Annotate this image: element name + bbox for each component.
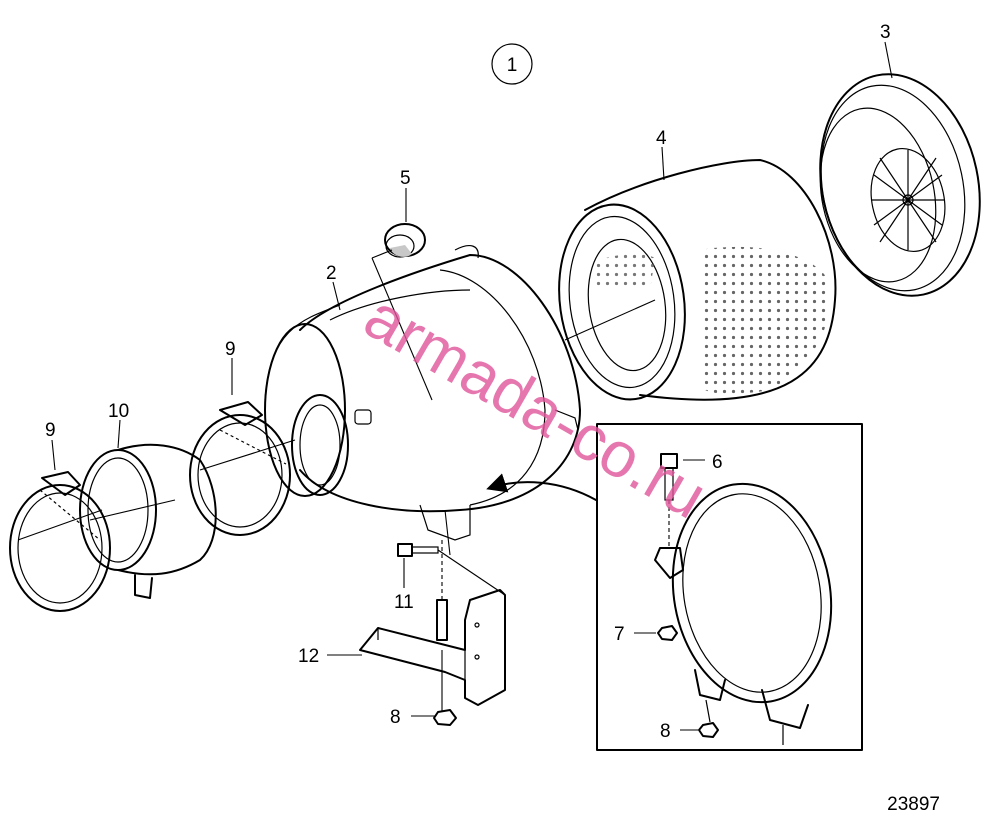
watermark: armada-co.ru	[353, 280, 719, 533]
label-4: 4	[656, 128, 667, 149]
nut-7	[657, 625, 678, 641]
drawing-number: 23897	[887, 794, 940, 815]
filter-housing	[264, 244, 581, 556]
bolt-6	[660, 453, 678, 548]
label-12: 12	[298, 646, 319, 667]
label-11: 11	[394, 592, 414, 613]
part-labels: 3 4 5 2 9 10 9 11 12 8 6 7 8	[45, 22, 891, 742]
label-9-left: 9	[45, 420, 56, 441]
label-8-left: 8	[390, 707, 401, 728]
label-8-right: 8	[660, 721, 671, 742]
nut-8-left	[433, 709, 457, 726]
detail-arrow	[486, 473, 597, 501]
leader-lines	[51, 41, 893, 731]
label-3: 3	[880, 22, 891, 43]
label-7: 7	[614, 624, 625, 645]
bolt-11	[397, 543, 506, 596]
cover-vanes	[872, 150, 944, 250]
plug	[384, 223, 426, 258]
end-cover	[819, 73, 981, 297]
detail-view	[596, 423, 863, 751]
label-6: 6	[712, 452, 723, 473]
plug-leader	[371, 257, 433, 401]
label-9-right: 9	[225, 339, 236, 360]
callout-1: 1	[491, 43, 533, 85]
hose-clamp-right	[189, 401, 296, 536]
label-2: 2	[326, 263, 337, 284]
mounting-bracket	[359, 540, 506, 712]
label-10: 10	[108, 401, 129, 422]
rubber-hose	[79, 443, 217, 599]
clamp-band	[654, 482, 833, 745]
callout-1-label: 1	[507, 55, 518, 76]
hose-clamp-left	[9, 471, 111, 612]
label-5: 5	[400, 168, 411, 189]
filter-cartridge	[558, 159, 837, 401]
nut-8-right	[698, 722, 719, 738]
